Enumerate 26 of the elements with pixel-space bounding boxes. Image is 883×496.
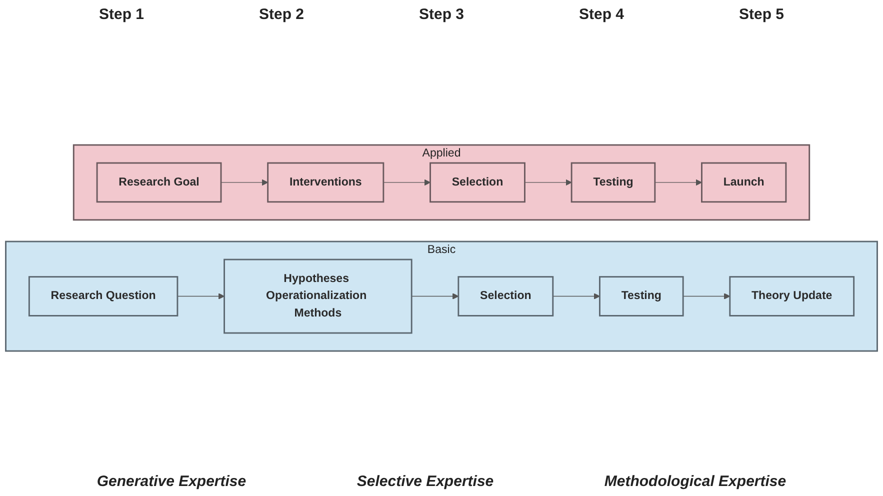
node-box: Launch	[701, 162, 787, 203]
step-heading: Step 4	[578, 6, 624, 23]
arrow	[552, 293, 600, 300]
arrow	[524, 179, 572, 186]
step-heading: Step 5	[738, 6, 784, 23]
expertise-label: Generative Expertise	[96, 473, 246, 490]
node-box: Selection	[458, 276, 554, 316]
arrow	[654, 179, 702, 186]
arrow	[682, 293, 730, 300]
expertise-label: Selective Expertise	[356, 473, 494, 490]
node-box: Interventions	[267, 162, 384, 203]
arrow	[220, 179, 268, 186]
arrow	[177, 293, 225, 300]
node-box: Testing	[599, 276, 684, 316]
node-box: Theory Update	[729, 276, 855, 316]
node-box: Research Goal	[96, 162, 222, 203]
node-box: Testing	[570, 162, 656, 203]
arrow	[411, 293, 459, 300]
node-box: Selection	[430, 162, 526, 203]
step-heading: Step 2	[258, 6, 304, 23]
step-heading: Step 1	[98, 6, 144, 23]
node-box: Research Question	[28, 276, 178, 316]
step-heading: Step 3	[418, 6, 464, 23]
node-box: Hypotheses Operationalization Methods	[224, 258, 412, 334]
arrow	[383, 179, 431, 186]
expertise-label: Methodological Expertise	[604, 473, 786, 490]
